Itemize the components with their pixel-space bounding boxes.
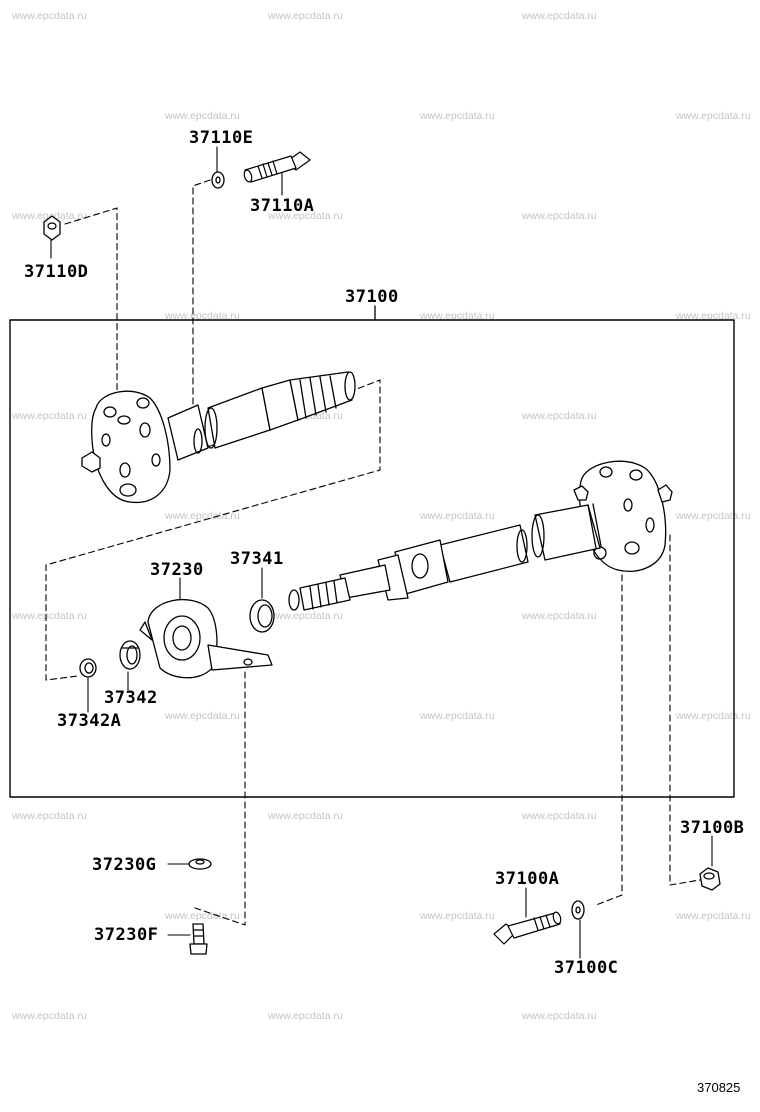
label-37100a: 37100A: [495, 869, 560, 889]
assembly-frame: [9, 319, 735, 798]
ring-37342: [119, 640, 141, 670]
watermark-text: www.epcdata.ru: [12, 610, 87, 622]
watermark-text: www.epcdata.ru: [676, 110, 751, 122]
watermark-text: www.epcdata.ru: [522, 10, 597, 22]
center-bearing-37230: [139, 599, 273, 679]
label-37342a: 37342A: [57, 711, 122, 731]
watermark-text: www.epcdata.ru: [165, 510, 240, 522]
watermark-text: www.epcdata.ru: [165, 310, 240, 322]
watermark-text: www.epcdata.ru: [268, 210, 343, 222]
bolt-37100a: [493, 911, 562, 945]
label-37230: 37230: [150, 560, 204, 580]
label-37342: 37342: [104, 688, 158, 708]
watermark-text: www.epcdata.ru: [522, 810, 597, 822]
watermark-text: www.epcdata.ru: [676, 710, 751, 722]
nut-37100b: [699, 867, 721, 891]
snap-ring-37342a: [79, 658, 97, 678]
bolt-37230f: [189, 923, 208, 955]
label-37100: 37100: [345, 287, 399, 307]
watermark-text: www.epcdata.ru: [522, 1010, 597, 1022]
label-37230g: 37230G: [92, 855, 157, 875]
watermark-text: www.epcdata.ru: [165, 110, 240, 122]
watermark-text: www.epcdata.ru: [268, 610, 343, 622]
watermark-text: www.epcdata.ru: [676, 910, 751, 922]
front-shaft: [167, 371, 356, 461]
front-flex-coupling: [81, 390, 171, 504]
watermark-text: www.epcdata.ru: [420, 710, 495, 722]
watermark-text: www.epcdata.ru: [420, 310, 495, 322]
watermark-text: www.epcdata.ru: [420, 110, 495, 122]
watermark-text: www.epcdata.ru: [522, 410, 597, 422]
rear-shaft: [288, 503, 602, 611]
watermark-text: www.epcdata.ru: [676, 510, 751, 522]
nut-37110d: [43, 215, 61, 241]
label-37110a: 37110A: [250, 196, 315, 216]
watermark-text: www.epcdata.ru: [676, 310, 751, 322]
washer-37110e: [211, 171, 225, 189]
washer-37100c: [571, 900, 585, 920]
watermark-text: www.epcdata.ru: [12, 1010, 87, 1022]
watermark-text: www.epcdata.ru: [165, 910, 240, 922]
watermark-text: www.epcdata.ru: [522, 610, 597, 622]
label-37100c: 37100C: [554, 958, 619, 978]
watermark-text: www.epcdata.ru: [12, 810, 87, 822]
watermark-text: www.epcdata.ru: [522, 210, 597, 222]
watermark-text: www.epcdata.ru: [268, 10, 343, 22]
watermark-text: www.epcdata.ru: [12, 410, 87, 422]
label-37230f: 37230F: [94, 925, 159, 945]
label-37341: 37341: [230, 549, 284, 569]
seal-37341: [249, 599, 275, 633]
diagram-code: 370825: [697, 1080, 741, 1095]
watermark-text: www.epcdata.ru: [420, 510, 495, 522]
watermark-text: www.epcdata.ru: [12, 210, 87, 222]
watermark-text: www.epcdata.ru: [268, 1010, 343, 1022]
label-37100b: 37100B: [680, 818, 745, 838]
washer-37230g: [188, 858, 212, 870]
label-37110e: 37110E: [189, 128, 254, 148]
label-37110d: 37110D: [24, 262, 89, 282]
bolt-37110a: [243, 151, 311, 183]
watermark-text: www.epcdata.ru: [165, 710, 240, 722]
watermark-text: www.epcdata.ru: [268, 810, 343, 822]
watermark-text: www.epcdata.ru: [12, 10, 87, 22]
watermark-text: www.epcdata.ru: [420, 910, 495, 922]
